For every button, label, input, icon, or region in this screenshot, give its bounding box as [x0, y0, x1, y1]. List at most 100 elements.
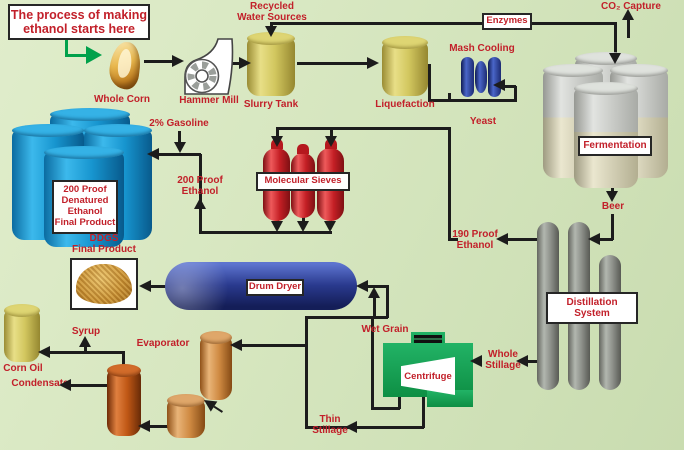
flow-arrowhead: [324, 221, 336, 232]
beer-label: Beer: [601, 201, 625, 212]
flow-arrowhead: [174, 142, 186, 153]
flow-arrowhead: [194, 198, 206, 209]
flow-arrowhead: [345, 421, 357, 433]
enzymes-box: Enzymes: [482, 13, 532, 30]
flow-arrowhead: [271, 136, 283, 147]
mash-cooling-vessel: [461, 57, 474, 97]
flow-line: [448, 127, 451, 239]
corn-kernel-icon: [107, 40, 143, 91]
flow-line: [48, 351, 125, 354]
flow-arrowhead: [496, 233, 508, 245]
flow-line: [270, 22, 273, 27]
flow-arrowhead: [38, 346, 50, 358]
flow-line: [276, 127, 450, 130]
flow-arrowhead: [239, 57, 251, 69]
denatured-product-label: 200 Proof Denatured Ethanol Final Produc…: [54, 184, 116, 228]
flow-arrowhead: [265, 26, 277, 37]
flow-line: [600, 238, 613, 241]
denatured-product-box: 200 Proof Denatured Ethanol Final Produc…: [52, 180, 118, 234]
mash-cooling-vessel: [488, 57, 501, 97]
centrifuge-label: Centrifuge: [404, 370, 452, 382]
thin-stillage-label: Thin Stillage: [312, 414, 348, 437]
title-box: The process of making ethanol starts her…: [8, 4, 150, 40]
flow-line: [373, 296, 376, 318]
evaporator-vessel: [167, 394, 205, 438]
flow-line: [371, 407, 400, 410]
flow-arrowhead: [325, 136, 337, 147]
flow-line: [272, 22, 617, 25]
flow-arrowhead: [79, 336, 91, 347]
flow-line: [240, 344, 307, 347]
flow-arrowhead: [606, 191, 618, 202]
flow-line: [151, 285, 166, 288]
flow-line: [428, 64, 431, 101]
flow-arrowhead: [297, 221, 309, 232]
start-arrow-line: [65, 54, 88, 57]
flow-line: [305, 316, 308, 429]
flow-arrowhead: [588, 233, 600, 245]
liquefaction-label: Liquefaction: [375, 99, 435, 110]
ethanol-200-label: 200 Proof Ethanol: [177, 175, 223, 198]
flow-arrowhead: [470, 355, 482, 367]
flow-arrowhead: [367, 57, 379, 69]
hammer-mill-label: Hammer Mill: [179, 95, 239, 106]
flow-line: [368, 285, 389, 288]
slurry-tank-vessel: [247, 32, 295, 96]
evaporator-vessel: [200, 331, 232, 400]
centrifuge-body: [427, 390, 473, 407]
flow-arrowhead: [139, 280, 151, 292]
flow-line: [144, 60, 174, 63]
flow-line: [305, 426, 424, 429]
drum-dryer-label: Drum Dryer: [248, 281, 302, 293]
flow-line: [305, 316, 388, 319]
flow-line: [627, 19, 630, 38]
evaporator-vessel: [107, 364, 141, 436]
flow-line: [199, 231, 332, 234]
whole-corn-label: Whole Corn: [93, 94, 151, 105]
flow-line: [122, 353, 125, 369]
flow-line: [398, 396, 401, 409]
flow-line: [611, 214, 614, 240]
flow-arrowhead: [516, 355, 528, 367]
flow-arrowhead: [356, 280, 368, 292]
flow-arrowhead: [138, 420, 150, 432]
corn-oil-label: Corn Oil: [3, 363, 43, 374]
evaporator-label: Evaporator: [136, 338, 190, 349]
flow-arrowhead: [230, 339, 242, 351]
flow-line: [505, 85, 516, 88]
flow-line: [448, 238, 458, 241]
mash-cooling-vessel: [475, 61, 487, 93]
whole-stillage-label: Whole Stillage: [485, 349, 521, 372]
recycled-water-label: Recycled Water Sources: [237, 1, 307, 24]
flow-arrowhead: [147, 148, 159, 160]
flow-line: [514, 86, 517, 101]
flow-line: [232, 62, 242, 65]
ethanol-190-label: 190 Proof Ethanol: [452, 229, 498, 252]
flow-arrowhead: [368, 287, 380, 298]
flow-line: [428, 99, 517, 102]
corn-oil-tank: [4, 304, 40, 362]
start-arrowhead: [86, 46, 102, 64]
flow-arrowhead: [622, 9, 634, 20]
distillation-box: Distillation System: [546, 292, 638, 324]
flow-line: [386, 285, 389, 318]
hammer-mill-icon: [184, 38, 234, 95]
flow-line: [371, 318, 374, 409]
drum-dryer-box: Drum Dryer: [246, 279, 304, 296]
mash-cooling-label: Mash Cooling: [449, 43, 515, 54]
flow-line: [276, 127, 279, 137]
flow-line: [614, 22, 617, 54]
syrup-label: Syrup: [71, 326, 101, 337]
enzymes-label: Enzymes: [486, 15, 528, 27]
flow-line: [84, 345, 87, 353]
flow-line: [148, 425, 168, 428]
ddgs-label: DDGS Final Product: [72, 233, 136, 256]
flow-line: [178, 131, 181, 142]
flow-arrowhead: [172, 55, 184, 67]
flow-line: [528, 360, 538, 363]
flow-line: [302, 216, 305, 224]
fermentation-label: Fermentation: [583, 140, 647, 152]
flow-line: [297, 62, 369, 65]
gasoline-label: 2% Gasoline: [149, 118, 209, 129]
